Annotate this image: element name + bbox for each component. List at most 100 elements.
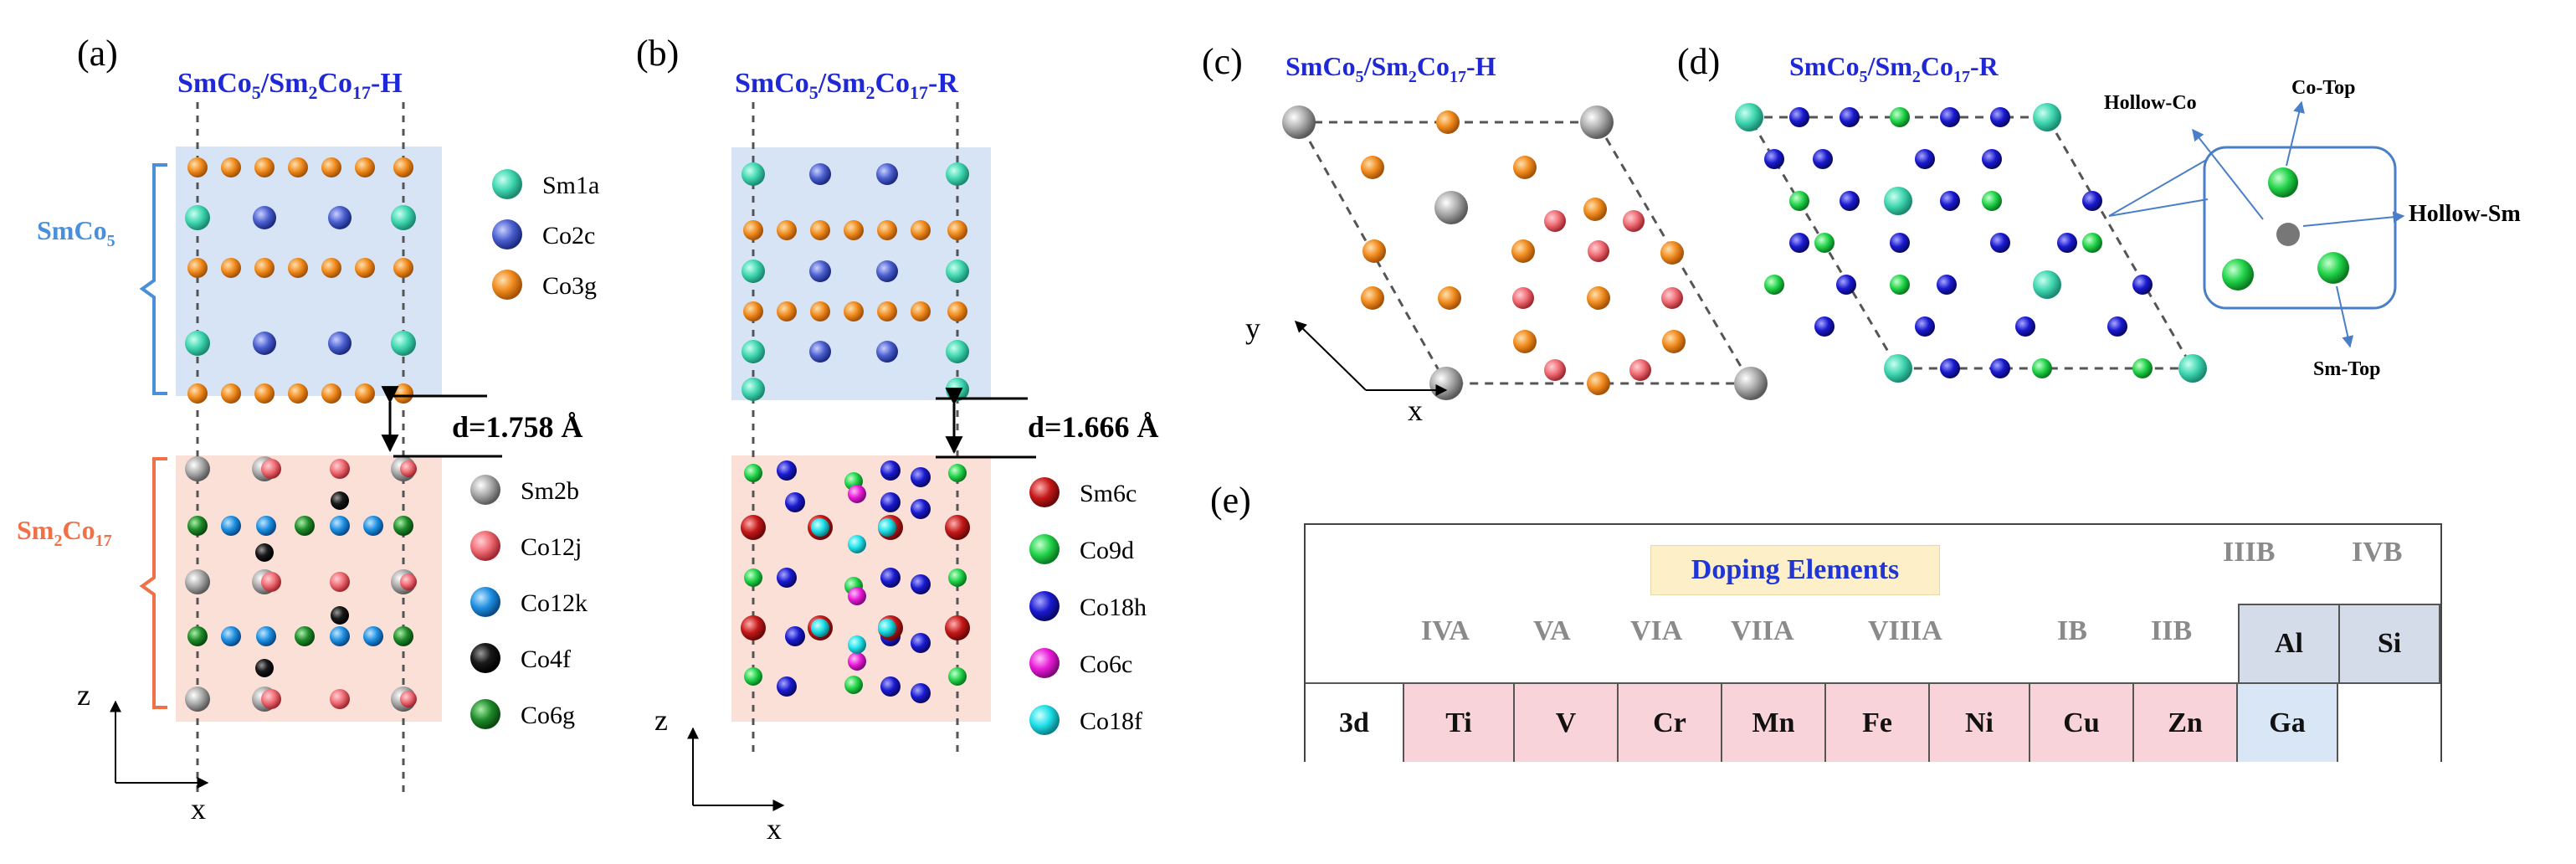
co12k-atom [363, 626, 383, 646]
sm2b-atom [1434, 191, 1468, 224]
co18f-atom [848, 535, 866, 553]
co18h-atom [880, 568, 901, 588]
panel-d-title: SmCo5/Sm2Co17-R [1789, 51, 1999, 86]
element-empty [2338, 682, 2440, 762]
doping-elements-title: Doping Elements [1650, 545, 1940, 595]
sm2b-atom [1580, 105, 1614, 139]
legend-label-co6c: Co6c [1080, 651, 1132, 678]
element-fe: Fe [1826, 682, 1930, 762]
co12j-atom [330, 572, 350, 592]
co3g-atom [1362, 239, 1386, 263]
smco5-label-sub: 5 [107, 232, 115, 250]
co3g-atom [947, 220, 967, 240]
title-d-sub3: 17 [1953, 68, 1970, 86]
co12j-atom [400, 573, 417, 590]
co2c-atom [253, 332, 276, 355]
co3g-atom [393, 258, 413, 278]
co3g-atom [1587, 372, 1610, 395]
co12j-atom [470, 531, 500, 561]
co3g-atom [321, 157, 341, 177]
title-c-part1: SmCo [1285, 51, 1356, 81]
co3g-atom [1583, 198, 1607, 221]
site-hollow-sm: Hollow-Sm [2409, 201, 2521, 227]
co12j-atom [1512, 287, 1534, 309]
co3g-atom [810, 220, 830, 240]
co2c-atom [809, 260, 831, 282]
sm2b-atom [1282, 105, 1316, 139]
sm6c-atom [1029, 477, 1060, 507]
legend-label-co18h: Co18h [1080, 594, 1147, 621]
co4f-atom [331, 491, 349, 510]
sm1a-atom [391, 331, 416, 356]
group-via: VIA [1630, 615, 1683, 646]
panel-a-x-label: x [191, 792, 206, 825]
co18h-atom [911, 633, 931, 653]
panel-a-title: SmCo5/Sm2Co17-H [177, 68, 403, 103]
co18h-atom [1764, 149, 1784, 169]
co2c-atom [809, 341, 831, 363]
panel-d-label: (d) [1677, 41, 1720, 82]
co18h-atom [1813, 149, 1833, 169]
title-d-sub1: 5 [1860, 68, 1868, 86]
legend-label-co9d: Co9d [1080, 537, 1134, 564]
co4f-atom [255, 543, 274, 562]
co3g-atom [254, 258, 275, 278]
co3g-atom [288, 383, 308, 404]
co3g-atom [877, 220, 897, 240]
arrow-sm-top [2336, 285, 2354, 348]
sm1a-atom [492, 169, 522, 199]
title-b-part2: /Sm [818, 68, 866, 99]
legend-label-co4f: Co4f [521, 645, 571, 673]
co18h-atom [1915, 149, 1935, 169]
co12j-atom [1661, 287, 1683, 309]
title-a-sub1: 5 [252, 82, 261, 103]
co18h-atom [1990, 233, 2010, 253]
co3g-atom [355, 383, 375, 404]
co18h-atom [1990, 358, 2010, 378]
group-viiia: VIIIA [1868, 615, 1942, 646]
co18h-atom [1990, 107, 2010, 127]
title-a-part2: /Sm [260, 68, 309, 99]
co3g-atom [288, 258, 308, 278]
sm2b-atom [1734, 367, 1768, 400]
group-ivb: IVB [2352, 537, 2403, 568]
smco5-bracket [139, 163, 167, 395]
co18f-atom [811, 518, 829, 537]
co18h-atom [1789, 233, 1809, 253]
sm1a-atom [741, 378, 765, 401]
panel-a-z-label: z [77, 678, 90, 712]
co3g-atom [1438, 286, 1461, 310]
sm1a-atom [2033, 103, 2061, 131]
co18h-atom [1915, 316, 1935, 337]
co18f-atom [848, 635, 866, 654]
sm6c-atom [945, 515, 970, 540]
co2c-atom [876, 163, 898, 185]
co9d-atom [744, 464, 762, 482]
sm1a-atom [185, 205, 210, 230]
co18h-atom [1982, 149, 2002, 169]
sm6c-atom [741, 615, 766, 640]
co3g-atom [393, 157, 413, 177]
co6g-atom [295, 516, 315, 536]
co9d-atom [2032, 358, 2052, 378]
group-ib: IB [2057, 615, 2087, 646]
sm2co17-label-mid: Co [62, 515, 95, 545]
co12k-atom [256, 516, 276, 536]
arrow-hollow-co [2192, 128, 2264, 220]
sm2b-atom [185, 687, 210, 712]
zoom-line-bottom [2108, 198, 2209, 217]
co6g-atom [393, 516, 413, 536]
co12k-atom [330, 626, 350, 646]
co9d-atom [1764, 275, 1784, 295]
row-3d-label: 3d [1306, 682, 1404, 762]
co3g-atom [1361, 286, 1384, 310]
panel-b-label: (b) [636, 33, 679, 74]
title-b-part4: -R [928, 68, 958, 99]
co6c-atom [848, 652, 866, 671]
co3g-atom [911, 301, 931, 321]
element-ni: Ni [1930, 682, 2030, 762]
co3g-atom [743, 220, 763, 240]
arrow-hollow-sm [2302, 211, 2405, 227]
